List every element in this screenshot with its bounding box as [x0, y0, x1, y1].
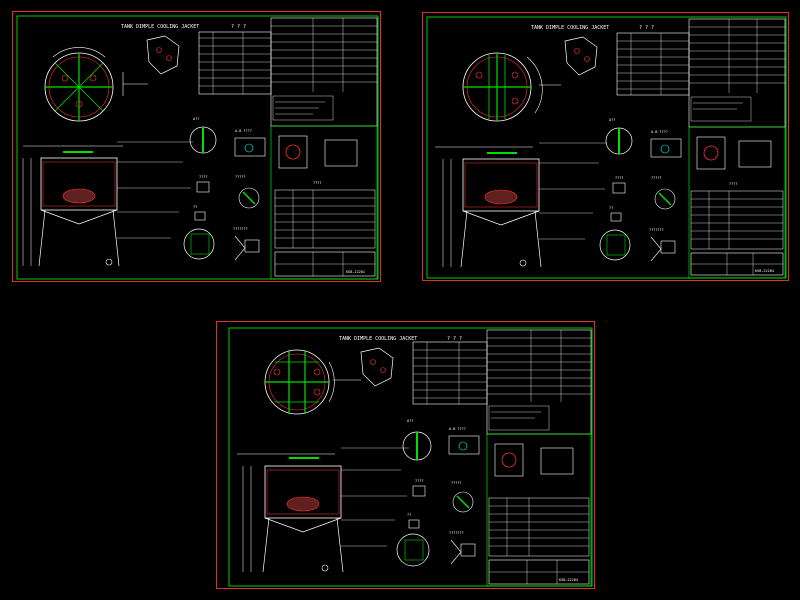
sheet-1-canvas: TANK DIMPLE COOLING JACKET ? ? ? — [16, 15, 379, 280]
sheet-2-canvas: TANK DIMPLE COOLING JACKET ? ? ? — [426, 16, 787, 279]
drawing-sheet-2[interactable]: TANK DIMPLE COOLING JACKET ? ? ? — [422, 12, 789, 281]
sheet-3-detail-label-7: ??????? — [449, 531, 464, 535]
sheet-1-detail-views: A?? A-B ???? ???? ????? ?? ??????? — [183, 117, 266, 261]
sheet-1-drawing-no: KSB-22201 — [346, 270, 365, 274]
sheet-2-tank-elevation — [435, 142, 607, 268]
sheet-3-detail-label-4: ????? — [451, 481, 462, 485]
sheet-1-parts-table — [198, 17, 378, 127]
sheet-3-plan-view — [264, 349, 361, 415]
sheet-2-detail-label-3: ???? — [615, 176, 623, 180]
sheet-1-tank-elevation — [22, 141, 193, 267]
sheet-2-detail-label-5: ?? — [609, 206, 613, 210]
drawing-sheet-1[interactable]: TANK DIMPLE COOLING JACKET ? ? ? — [12, 11, 381, 282]
sheet-2-detail-label-2: A-B ???? — [651, 130, 668, 134]
sheet-1-detail-label-1: A?? — [193, 117, 199, 121]
sheet-1-detail-label-3: ???? — [199, 175, 207, 179]
sheet-1-title-marks: ? ? ? — [231, 24, 246, 30]
sheet-1-detail-label-8: ???? — [313, 181, 321, 185]
sheet-2-part-sketch — [564, 36, 598, 76]
sheet-2-title-block: ???? KSB-22204 — [688, 126, 786, 279]
sheet-3-detail-label-5: ?? — [407, 513, 411, 517]
sheet-2-title-marks: ? ? ? — [639, 25, 654, 31]
drawing-sheet-3[interactable]: TANK DIMPLE COOLING JACKET ? ? ? — [216, 321, 595, 589]
sheet-2-parts-table — [616, 18, 786, 128]
sheet-1-detail-label-5: ?? — [193, 205, 197, 209]
sheet-3-detail-views: A?? A-B ???? ???? ????? ?? ??????? — [396, 419, 480, 567]
sheet-1-detail-label-4: ????? — [235, 175, 246, 179]
sheet-1-title-block: ???? KSB-22201 — [270, 125, 378, 280]
sheet-3-title-marks: ? ? ? — [447, 336, 462, 342]
sheet-1-plan-view — [44, 47, 148, 122]
sheet-2-detail-label-8: ???? — [729, 182, 737, 186]
sheet-2-detail-label-4: ????? — [651, 176, 662, 180]
sheet-3-part-sketch — [360, 347, 394, 387]
sheet-3-parts-table — [412, 329, 592, 435]
sheet-3-title: TANK DIMPLE COOLING JACKET — [339, 336, 417, 342]
sheet-3-detail-label-2: A-B ???? — [449, 427, 466, 431]
sheet-3-detail-label-1: A?? — [407, 419, 413, 423]
sheet-1-title: TANK DIMPLE COOLING JACKET — [121, 24, 199, 30]
sheet-1-detail-label-7: ??????? — [233, 227, 248, 231]
sheet-2-detail-views: A?? A-B ???? ???? ????? ?? ??????? — [599, 118, 682, 262]
sheet-3-title-block: KSB-22204 — [486, 433, 592, 587]
sheet-1-part-sketch — [146, 35, 180, 75]
sheet-2-plan-view — [462, 52, 561, 122]
sheet-2-detail-label-1: A?? — [609, 118, 615, 122]
sheet-2-detail-label-7: ??????? — [649, 228, 664, 232]
sheet-3-detail-label-3: ???? — [415, 479, 423, 483]
sheet-3-drawing-no: KSB-22204 — [559, 578, 578, 582]
sheet-2-title: TANK DIMPLE COOLING JACKET — [531, 25, 609, 31]
sheet-3-tank-elevation — [237, 447, 409, 573]
sheet-2-drawing-no: KSB-22204 — [755, 269, 774, 273]
sheet-1-detail-label-2: A-B ???? — [235, 129, 252, 133]
sheet-3-canvas: TANK DIMPLE COOLING JACKET ? ? ? — [228, 327, 593, 587]
